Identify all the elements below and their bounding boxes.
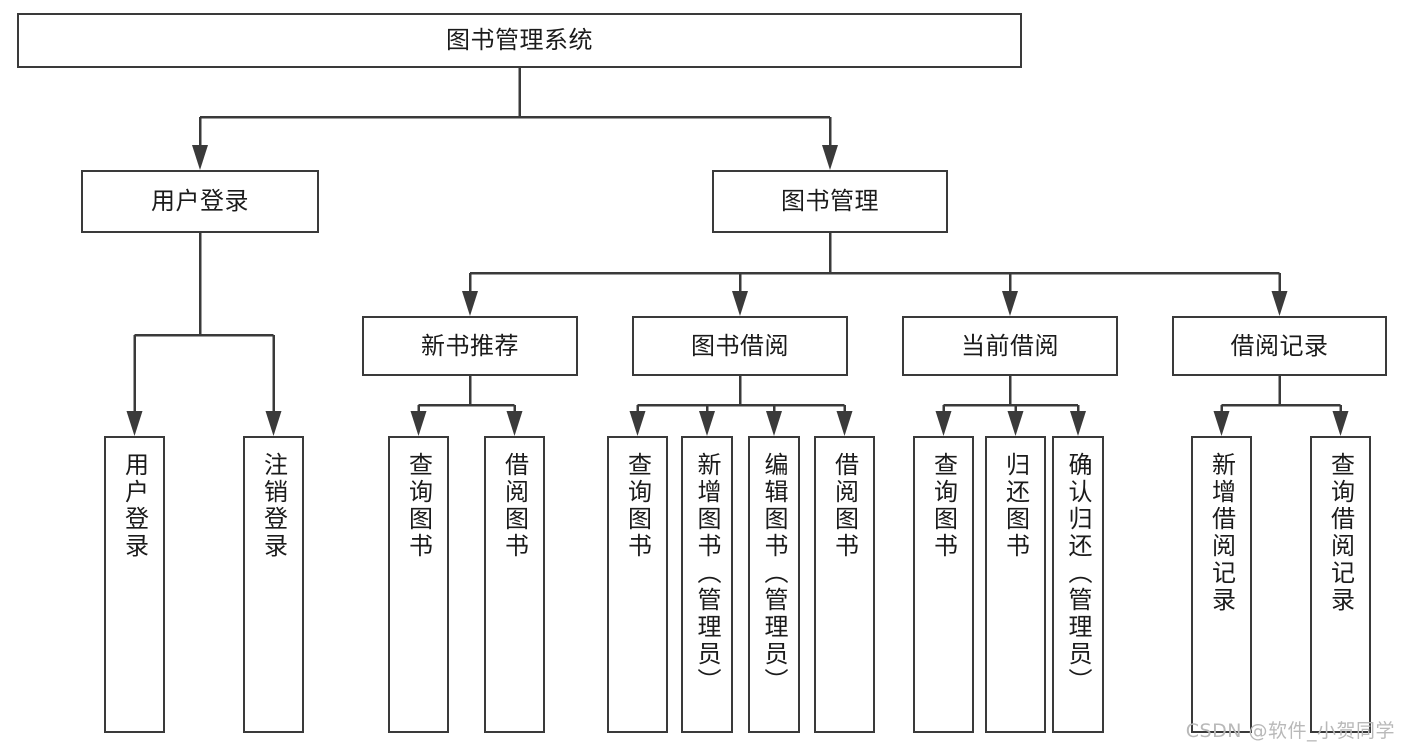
node-label: 编辑图书（管理员） — [760, 452, 788, 695]
node-c-query[interactable]: 查询图书 — [913, 436, 974, 733]
node-label: 图书管理 — [781, 187, 879, 216]
node-label: 查询图书 — [623, 452, 652, 560]
node-c-return[interactable]: 归还图书 — [985, 436, 1046, 733]
node-login[interactable]: 用户登录 — [81, 170, 319, 233]
node-r-add[interactable]: 新增借阅记录 — [1191, 436, 1252, 733]
node-n-query[interactable]: 查询图书 — [388, 436, 449, 733]
node-label: 用户登录 — [151, 187, 249, 216]
node-label: 确认归还（管理员） — [1064, 452, 1092, 695]
node-label: 新书推荐 — [421, 331, 519, 360]
node-label: 用户登录 — [120, 452, 149, 560]
node-label: 新增借阅记录 — [1207, 452, 1236, 614]
node-label: 图书借阅 — [691, 331, 789, 360]
node-label: 图书管理系统 — [446, 26, 593, 55]
node-borrow[interactable]: 图书借阅 — [632, 316, 848, 376]
node-b-add[interactable]: 新增图书（管理员） — [681, 436, 733, 733]
node-current[interactable]: 当前借阅 — [902, 316, 1118, 376]
node-label: 查询图书 — [929, 452, 958, 560]
node-label: 归还图书 — [1001, 452, 1030, 560]
node-label: 当前借阅 — [961, 331, 1059, 360]
node-n-borrow[interactable]: 借阅图书 — [484, 436, 545, 733]
node-newbook[interactable]: 新书推荐 — [362, 316, 578, 376]
node-label: 新增图书（管理员） — [693, 452, 721, 695]
node-l-login[interactable]: 用户登录 — [104, 436, 165, 733]
node-bookmgmt[interactable]: 图书管理 — [712, 170, 948, 233]
node-l-logout[interactable]: 注销登录 — [243, 436, 304, 733]
node-root[interactable]: 图书管理系统 — [17, 13, 1022, 68]
node-label: 借阅图书 — [500, 452, 529, 560]
node-b-edit[interactable]: 编辑图书（管理员） — [748, 436, 800, 733]
node-label: 查询借阅记录 — [1326, 452, 1355, 614]
node-label: 借阅记录 — [1230, 331, 1329, 360]
node-r-query[interactable]: 查询借阅记录 — [1310, 436, 1371, 733]
node-label: 注销登录 — [259, 452, 288, 560]
node-records[interactable]: 借阅记录 — [1172, 316, 1387, 376]
node-label: 借阅图书 — [830, 452, 859, 560]
node-c-confirm[interactable]: 确认归还（管理员） — [1052, 436, 1104, 733]
node-b-query[interactable]: 查询图书 — [607, 436, 668, 733]
node-b-borrow[interactable]: 借阅图书 — [814, 436, 875, 733]
watermark: CSDN @软件_小贺同学 — [1185, 720, 1395, 742]
node-label: 查询图书 — [404, 452, 433, 560]
